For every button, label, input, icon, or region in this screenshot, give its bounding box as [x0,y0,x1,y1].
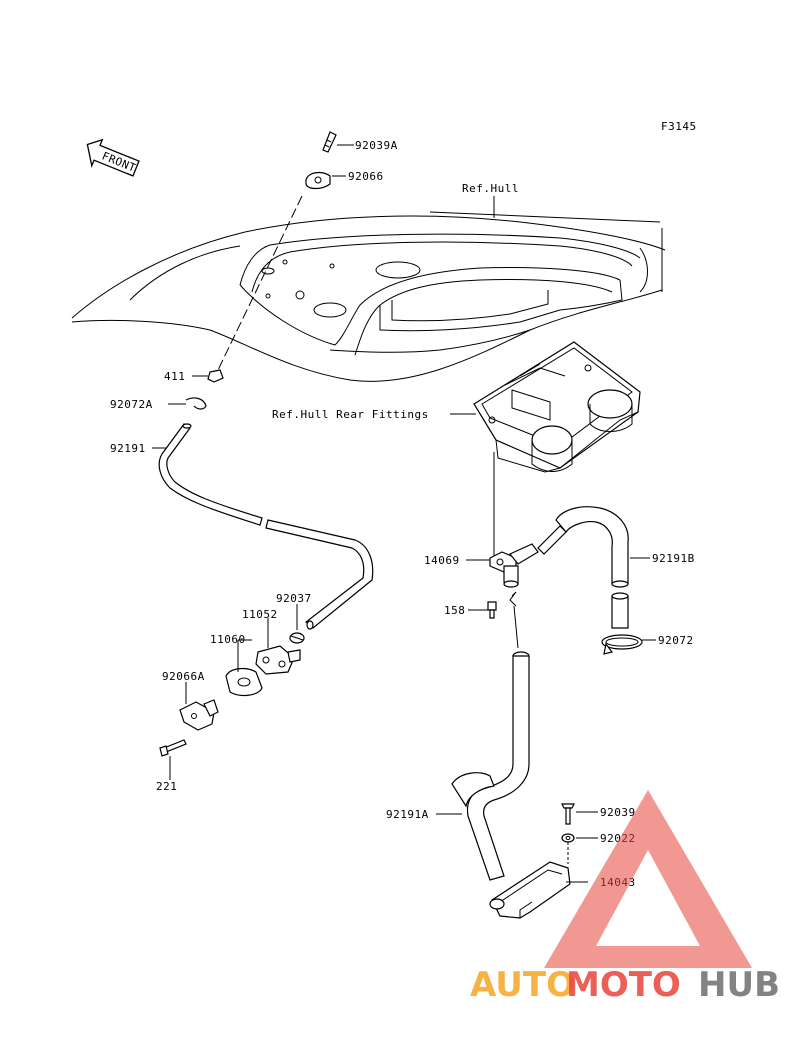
screw-221 [159,739,187,757]
plate-92066 [305,171,331,190]
washer-92022 [561,833,575,843]
hose-92191A [451,651,530,881]
ref-hull-rear-fittings-label: Ref.Hull Rear Fittings [272,408,429,421]
bolt-158 [487,601,497,619]
watermark-hub: HUB [698,965,780,1005]
bracket-14043 [489,861,571,919]
screw-92039A [322,131,337,153]
label-158: 158 [444,604,465,617]
label-92072: 92072 [658,634,694,647]
label-92191: 92191 [110,442,146,455]
ref-hull-label: Ref.Hull [462,182,519,195]
label-92037: 92037 [276,592,312,605]
hose-92191 [158,423,374,630]
gasket-11060 [225,667,263,697]
watermark-auto: AUTO [470,965,575,1005]
fitting-11052 [255,645,301,675]
clamp-92072 [601,634,643,655]
label-92191B: 92191B [652,552,695,565]
label-14069: 14069 [424,554,460,567]
figure-code: F3145 [661,120,697,133]
watermark-triangle-icon [544,790,752,968]
label-411: 411 [164,370,185,383]
label-92066A: 92066A [162,670,205,683]
watermark-logo [544,790,752,968]
hose-92191B [537,506,629,629]
watermark-moto: MOTO [566,965,681,1005]
elbow-14069 [489,543,539,588]
label-92072A: 92072A [110,398,153,411]
watermark-text: AUTO MOTO HUB [470,965,780,1005]
label-92066: 92066 [348,170,384,183]
label-11060: 11060 [210,633,246,646]
label-92039A: 92039A [355,139,398,152]
plate-92066A [179,699,219,731]
nut-411 [207,369,224,383]
front-arrow-icon: FRONT [86,138,140,177]
label-92191A: 92191A [386,808,429,821]
label-92039: 92039 [600,806,636,819]
label-221: 221 [156,780,177,793]
label-11052: 11052 [242,608,278,621]
clamp-92037 [289,632,305,644]
screw-92039 [561,803,575,825]
hull-outline [71,211,666,382]
hull-rear-fittings [473,341,641,473]
clamp-92072A [185,397,207,410]
